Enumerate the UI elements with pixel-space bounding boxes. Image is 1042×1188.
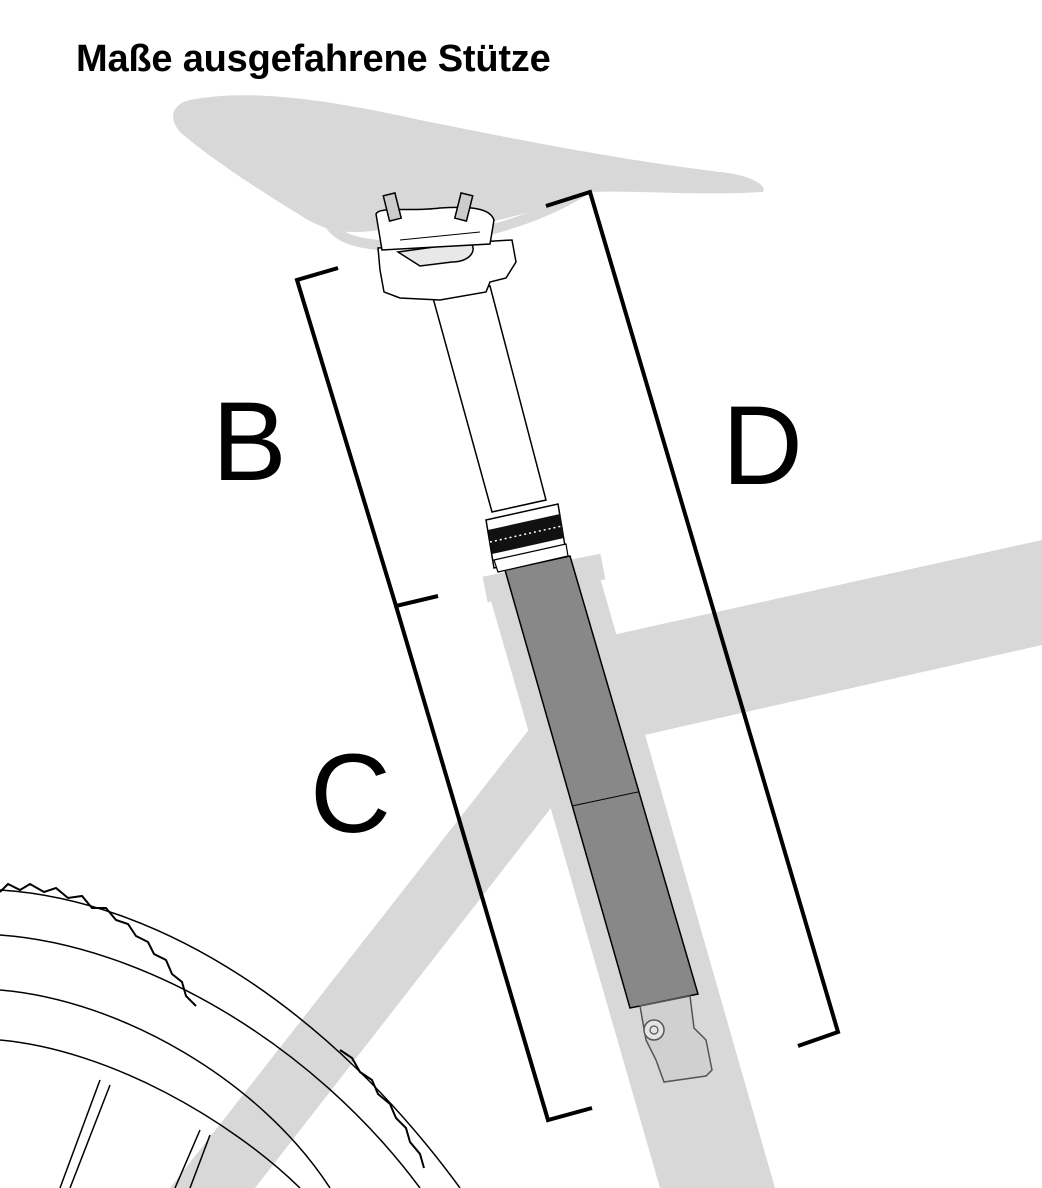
clamp-bolt-left — [382, 191, 403, 222]
rear-wheel — [0, 882, 461, 1188]
top-tube — [590, 540, 1042, 745]
spoke-4 — [189, 1134, 211, 1188]
rim-outer — [0, 989, 331, 1188]
page-title: Maße ausgefahrene Stütze — [76, 38, 551, 80]
bracket-b — [294, 266, 439, 609]
actuator-bolt-hole — [649, 1025, 659, 1035]
tire-inner — [0, 934, 421, 1188]
label-d: D — [722, 383, 803, 508]
actuator-bolt — [643, 1019, 665, 1041]
rim-inner — [0, 1039, 301, 1188]
stanchion — [432, 285, 547, 513]
spoke-3 — [174, 1129, 201, 1188]
spoke-2 — [69, 1084, 111, 1188]
clamp-bolt-right — [453, 191, 474, 222]
bracket-d — [545, 189, 841, 1048]
label-b: B — [212, 379, 287, 504]
down-tube — [170, 690, 600, 1188]
spoke-1 — [59, 1079, 101, 1188]
saddle-shell — [173, 95, 764, 233]
seat-clamp — [375, 191, 517, 301]
clamp-detail — [399, 231, 481, 241]
lower-tube-seam — [571, 791, 639, 807]
seal-dots — [489, 525, 563, 543]
bracket-c — [394, 605, 593, 1123]
dimension-brackets — [294, 189, 841, 1123]
tire-outer — [0, 889, 461, 1188]
actuator — [639, 995, 713, 1083]
label-c: C — [310, 731, 391, 856]
tire-tread — [0, 882, 197, 1007]
seatpost-upper — [432, 285, 569, 573]
tread-lower — [339, 1049, 425, 1169]
seal-base — [493, 543, 569, 573]
